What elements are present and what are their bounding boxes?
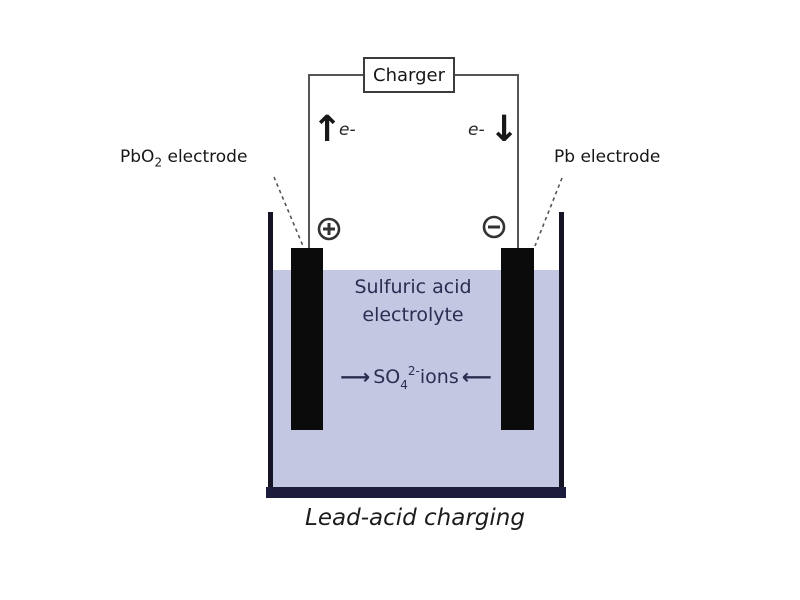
beaker-wall-right (559, 212, 564, 497)
beaker-wall-left (268, 212, 273, 497)
electrolyte-label-line2: electrolyte (362, 303, 464, 326)
beaker-bottom (266, 487, 566, 498)
ions-text: ions (419, 366, 459, 388)
sulfate-symbol: SO (373, 366, 401, 388)
positive-terminal-icon (317, 217, 341, 241)
pbo2-label-text: electrode (162, 147, 248, 167)
electrolyte-label-line1: Sulfuric acid (354, 276, 472, 298)
pbo2-formula: PbO (120, 147, 155, 167)
left-arrow-icon: ⟵ (461, 364, 492, 389)
charger-label: Charger (373, 64, 445, 86)
charger-box: Charger (363, 57, 455, 93)
wire-left-vertical (308, 74, 310, 248)
sulfate-subscript: 4 (400, 378, 408, 392)
pb-electrode-label: Pb electrode (554, 147, 661, 167)
up-arrow-icon: ↑ (312, 109, 343, 150)
right-arrow-icon: ⟶ (340, 364, 371, 389)
pbo2-electrode (291, 248, 323, 430)
negative-terminal-icon (482, 215, 506, 239)
electron-label-left: e- (339, 120, 356, 140)
diagram-caption: Lead-acid charging (305, 505, 525, 531)
wire-right-horizontal (453, 74, 519, 76)
pointer-line-left (273, 176, 304, 247)
pbo2-subscript: 2 (154, 155, 163, 170)
electron-label-right: e- (468, 120, 485, 140)
electrolyte-label: Sulfuric acid electrolyte (333, 274, 493, 329)
pbo2-electrode-label: PbO2 electrode (120, 147, 247, 169)
wire-right-vertical (517, 74, 519, 248)
down-arrow-icon: ↓ (489, 109, 520, 150)
pointer-line-right (534, 177, 563, 247)
wire-left-horizontal (308, 74, 365, 76)
pb-electrode (501, 248, 534, 430)
sulfate-superscript: 2- (407, 364, 420, 378)
